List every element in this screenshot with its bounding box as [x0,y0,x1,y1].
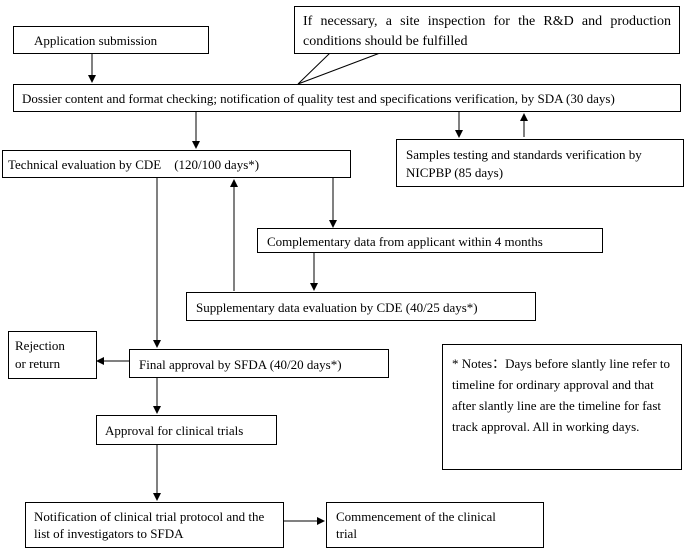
commencement-label: Commencement of the clinical trial [336,509,496,541]
complementary-data-box: Complementary data from applicant within… [257,228,603,253]
complementary-data-label: Complementary data from applicant within… [267,234,543,249]
final-approval-box: Final approval by SFDA (40/20 days*) [129,349,389,378]
supplementary-evaluation-box: Supplementary data evaluation by CDE (40… [186,292,536,321]
clinical-approval-box: Approval for clinical trials [96,415,277,445]
notification-box: Notification of clinical trial protocol … [25,502,284,548]
site-inspection-label: If necessary, a site inspection for the … [303,14,671,49]
callout-tail [297,52,381,85]
notification-label: Notification of clinical trial protocol … [34,509,265,541]
notes-label: * Notes：Days before slantly line refer t… [452,356,671,434]
samples-testing-box: Samples testing and standards verificati… [396,139,684,187]
supplementary-evaluation-label: Supplementary data evaluation by CDE (40… [196,300,478,315]
rejection-label: Rejection or return [15,338,65,371]
site-inspection-callout: If necessary, a site inspection for the … [294,6,680,54]
dossier-checking-box: Dossier content and format checking; not… [13,84,681,112]
dossier-checking-label: Dossier content and format checking; not… [22,91,615,106]
technical-evaluation-label: Technical evaluation by CDE (120/100 day… [8,157,260,172]
final-approval-label: Final approval by SFDA (40/20 days*) [139,357,342,372]
application-submission-label: Application submission [34,33,158,48]
application-submission-box: Application submission [13,26,209,54]
clinical-approval-label: Approval for clinical trials [105,423,244,438]
commencement-box: Commencement of the clinical trial [326,502,544,548]
rejection-box: Rejection or return [8,331,97,379]
samples-testing-label: Samples testing and standards verificati… [406,147,642,180]
technical-evaluation-box: Technical evaluation by CDE (120/100 day… [2,150,351,178]
notes-box: * Notes：Days before slantly line refer t… [442,344,682,470]
